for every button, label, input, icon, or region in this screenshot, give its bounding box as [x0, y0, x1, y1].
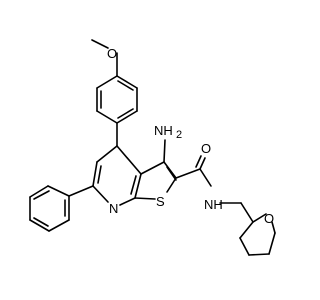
amino-subscript: 2: [176, 129, 182, 141]
methoxy-oxygen-label: O: [107, 46, 117, 61]
amide-group: [175, 155, 242, 204]
pyridine-nitrogen-label: N: [109, 201, 118, 216]
molecule-diagram: O NH 2 O NH N S O: [29, 39, 276, 256]
amino-bond: [163, 139, 166, 163]
thf-oxygen-label: O: [264, 211, 274, 226]
methoxyphenyl-ring: [96, 75, 138, 124]
structure-drawing: O NH 2 O NH N S O: [29, 39, 276, 256]
amide-oxygen-label: O: [201, 141, 211, 156]
phenyl-pyridine-bond: [68, 185, 94, 197]
thiophene-ring: [134, 161, 177, 200]
amino-label: NH: [154, 123, 173, 138]
methoxy-group: [91, 39, 118, 77]
phenyl-ring: [29, 185, 70, 232]
tetrahydrofuran-ring: [239, 202, 276, 256]
thiophene-sulfur-label: S: [156, 194, 165, 209]
amide-nitrogen-label: NH: [204, 197, 223, 212]
pyridine-ring: [92, 145, 142, 206]
